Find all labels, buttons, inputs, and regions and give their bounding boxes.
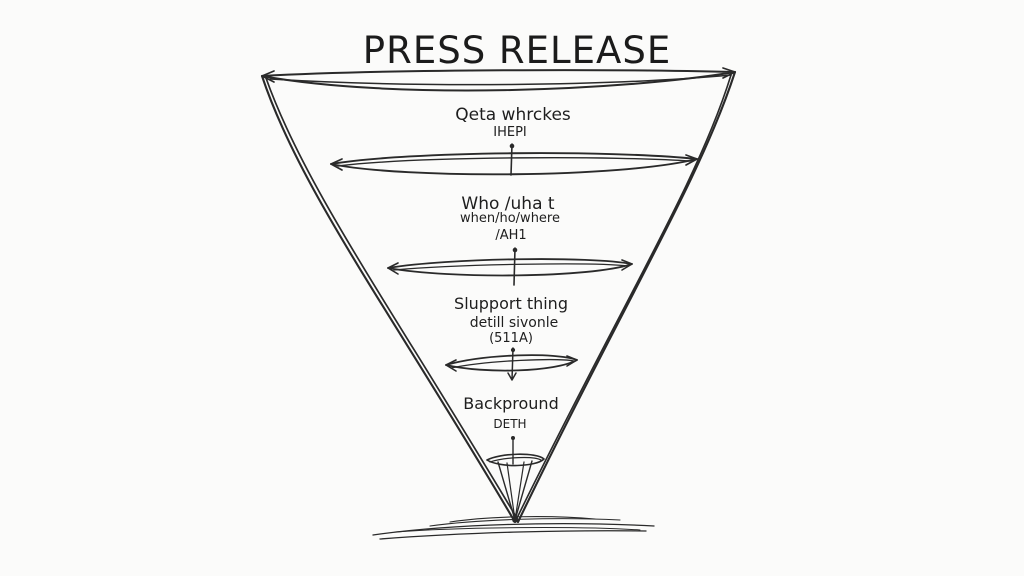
tier-1-line-1: Qeta whrckes bbox=[455, 105, 571, 125]
funnel-outline bbox=[260, 70, 737, 524]
tier-3-line-1: Slupport thing bbox=[454, 294, 568, 313]
tier-connectors bbox=[507, 143, 518, 465]
ground-scribble bbox=[372, 516, 655, 540]
tier-4-line-1: Backpround bbox=[463, 394, 559, 413]
rim-arrows bbox=[261, 67, 736, 372]
tier-2-line-2: when/ho/where bbox=[460, 211, 560, 226]
funnel-spout bbox=[497, 460, 533, 523]
tier-3-line-3: (511A) bbox=[489, 331, 533, 346]
tier-4-line-2: DETH bbox=[493, 417, 527, 431]
tier-1-line-2: IHEPI bbox=[493, 125, 527, 140]
diagram-title: PRESS RELEASE bbox=[362, 29, 672, 72]
tier-3-line-2: detill sivonle bbox=[469, 315, 559, 331]
tier-2-line-3: /AH1 bbox=[495, 228, 527, 243]
tier-2-line-1: Who /uha t bbox=[461, 194, 555, 214]
